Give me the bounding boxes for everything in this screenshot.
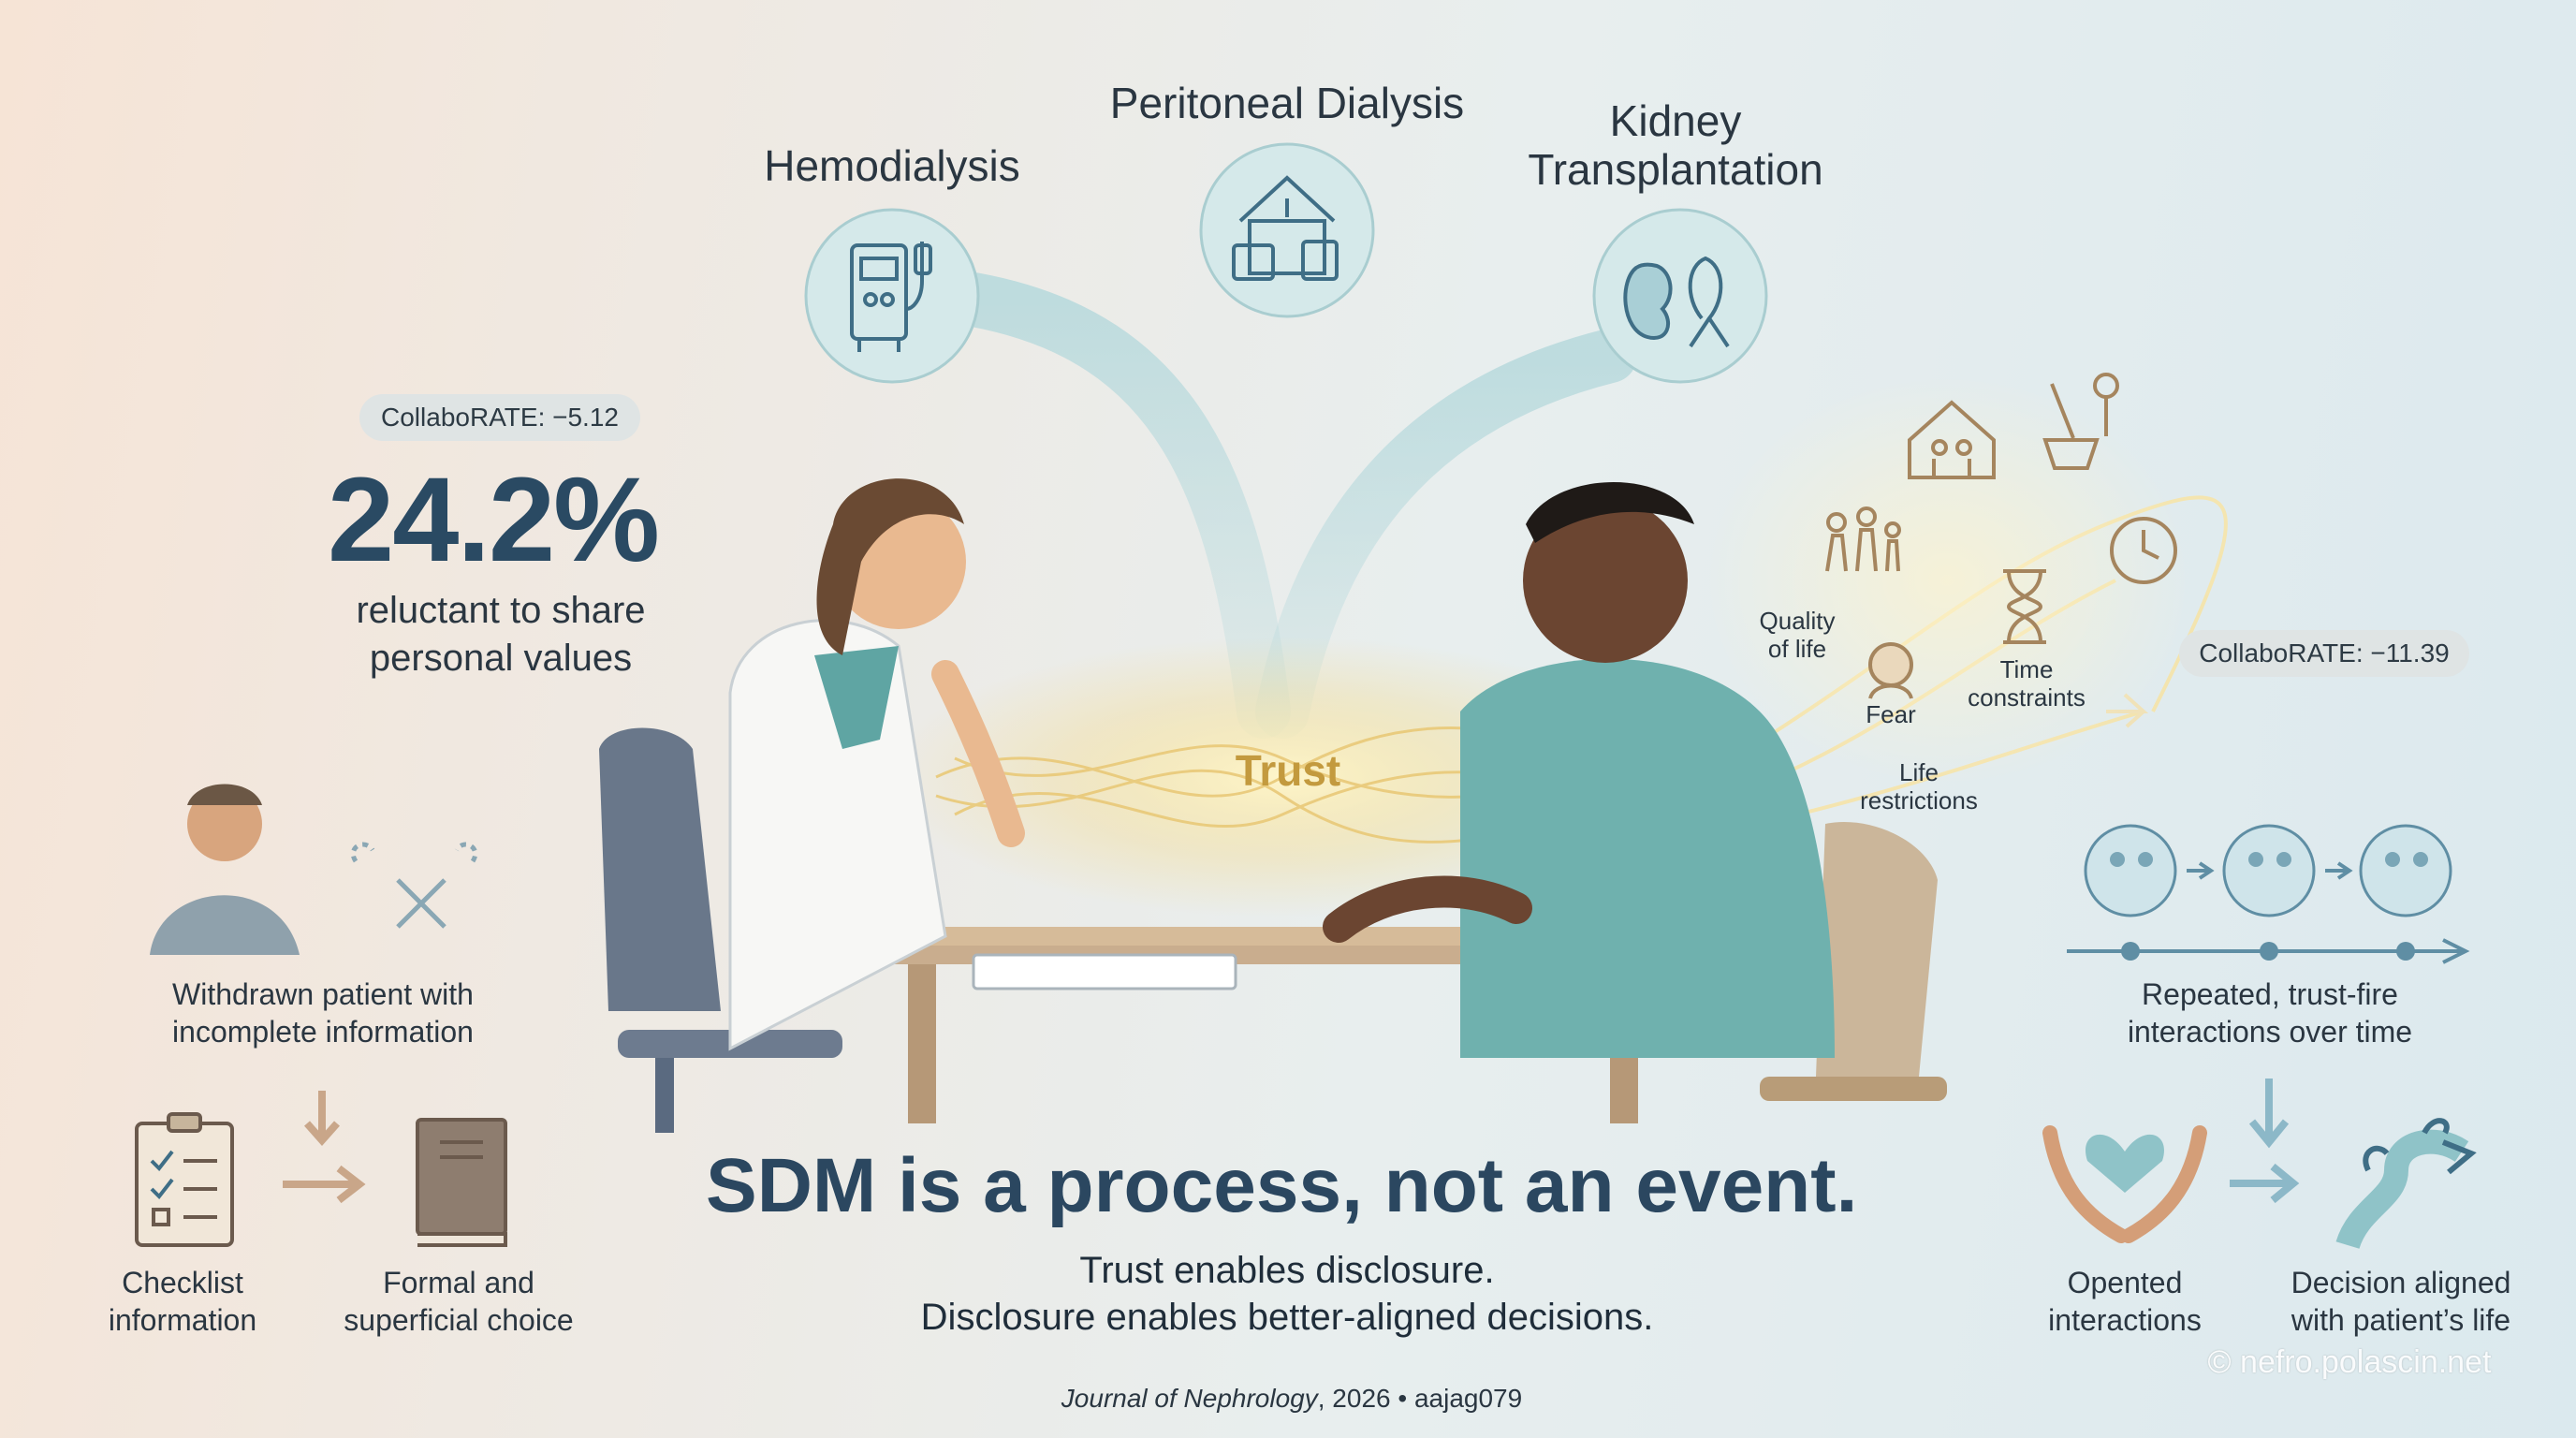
home-dialysis-icon	[1232, 175, 1339, 281]
patient-chair-illustration	[1760, 822, 1947, 1101]
kidney-ribbon-icon	[1623, 256, 1730, 348]
growing-path-icon	[2335, 1118, 2477, 1250]
patient-illustration	[1323, 482, 1835, 1058]
family-icon	[1825, 506, 1901, 572]
option-kidney-line1: Kidney	[1609, 96, 1742, 145]
decision-caption-line2: with patient’s life	[2291, 1303, 2511, 1337]
missing-info-icon	[350, 842, 478, 929]
caring-hands-icon	[2042, 1125, 2207, 1243]
interaction-timeline	[2067, 824, 2470, 964]
subline-2: Disclosure enables better-aligned decisi…	[920, 1297, 1654, 1338]
right-arrow-right-icon	[2230, 1163, 2300, 1204]
collaborate-score-left: CollaboRATE: −5.12	[359, 394, 640, 441]
repeated-caption-line1: Repeated, trust-fire	[2142, 977, 2398, 1011]
fear-face-icon	[1868, 642, 1913, 699]
down-arrow-right-icon	[2248, 1078, 2290, 1149]
book-icon	[416, 1118, 507, 1247]
hourglass-icon	[2003, 569, 2046, 644]
checklist-caption-line2: information	[108, 1303, 257, 1337]
family-home-icon	[1908, 400, 1996, 479]
doctor-chair-illustration	[599, 727, 842, 1133]
citation-rest: , 2026 • aajag079	[1317, 1384, 1523, 1413]
right-arrow-icon	[283, 1165, 366, 1204]
citation: Journal of Nephrology, 2026 • aajag079	[936, 1384, 1647, 1414]
withdrawn-patient-illustration	[150, 784, 300, 955]
concern-life-line1: Life	[1899, 758, 1939, 786]
opened-caption-line2: interactions	[2048, 1303, 2202, 1337]
main-headline: SDM is a process, not an event.	[706, 1143, 1858, 1228]
concern-life-line2: restrictions	[1860, 786, 1978, 814]
trust-label: Trust	[1235, 746, 1341, 795]
checklist-icon	[135, 1112, 234, 1247]
clock-icon	[2110, 517, 2177, 584]
concern-quality-line1: Quality	[1759, 607, 1836, 635]
stat-caption-line1: reluctant to share	[356, 590, 646, 631]
stat-caption-line2: personal values	[369, 638, 633, 679]
repeated-caption-line2: interactions over time	[2127, 1015, 2413, 1049]
dialysis-machine-icon	[850, 242, 932, 352]
withdrawn-caption-line2: incomplete information	[172, 1015, 474, 1049]
gardening-icon	[2042, 373, 2119, 470]
down-arrow-icon	[304, 1091, 340, 1147]
concern-fear: Fear	[1866, 700, 1916, 728]
citation-journal: Journal of Nephrology	[1061, 1384, 1318, 1413]
concern-quality-line2: of life	[1767, 635, 1827, 663]
formal-caption-line1: Formal and	[383, 1266, 534, 1299]
subline-1: Trust enables disclosure.	[1079, 1250, 1495, 1291]
option-peritoneal-dialysis: Peritoneal Dialysis	[1109, 79, 1465, 127]
reluctance-stat: 24.2%	[328, 453, 660, 587]
option-kidney-line2: Transplantation	[1528, 145, 1823, 194]
collaborate-score-right: CollaboRATE: −11.39	[2179, 630, 2469, 677]
watermark: © nefro.polascin.net	[2207, 1344, 2492, 1380]
checklist-caption-line1: Checklist	[122, 1266, 243, 1299]
decision-caption-line1: Decision aligned	[2291, 1266, 2511, 1299]
doctor-illustration	[728, 478, 1237, 1051]
formal-caption-line2: superficial choice	[344, 1303, 574, 1337]
concern-time-line1: Time	[1999, 655, 2054, 683]
opened-caption-line1: Opented	[2067, 1266, 2183, 1299]
option-hemodialysis: Hemodialysis	[764, 141, 1020, 190]
withdrawn-caption-line1: Withdrawn patient with	[172, 977, 474, 1011]
concern-time-line2: constraints	[1968, 683, 2086, 712]
